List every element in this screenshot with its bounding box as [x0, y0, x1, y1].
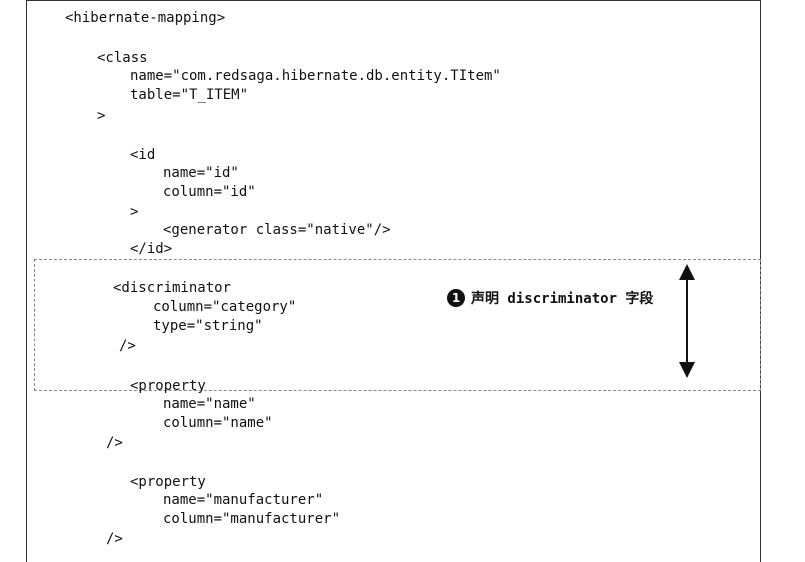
- code-line-hibernate-mapping-open: <hibernate-mapping>: [65, 10, 226, 26]
- code-line-class-close-bracket: >: [97, 108, 106, 124]
- code-line-discriminator-column: column="category": [153, 299, 297, 315]
- code-line-class-table: table="T_ITEM": [130, 87, 249, 103]
- discriminator-callout: 1 声明 discriminator 字段: [447, 288, 653, 308]
- code-line-property-manufacturer-column: column="manufacturer": [163, 511, 341, 527]
- double-headed-vertical-arrow-icon: [679, 264, 695, 378]
- code-line-property-name-open: <property: [130, 378, 206, 394]
- code-line-class-name: name="com.redsaga.hibernate.db.entity.TI…: [130, 68, 501, 84]
- code-line-id-name: name="id": [163, 165, 239, 181]
- code-line-id-column: column="id": [163, 184, 256, 200]
- code-line-id-open: <id: [130, 147, 156, 163]
- code-line-generator: <generator class="native"/>: [163, 222, 391, 238]
- code-line-id-close: </id>: [130, 241, 173, 257]
- code-line-id-close-bracket: >: [130, 204, 139, 220]
- code-line-property-manufacturer-close: />: [106, 531, 123, 547]
- callout-label: 声明 discriminator 字段: [471, 291, 654, 307]
- code-line-discriminator-type: type="string": [153, 318, 263, 334]
- code-line-class-open: <class: [97, 50, 148, 66]
- code-line-discriminator-open: <discriminator: [113, 280, 232, 296]
- code-line-property-name-column: column="name": [163, 415, 273, 431]
- code-line-property-name-name: name="name": [163, 396, 256, 412]
- code-line-property-name-close: />: [106, 435, 123, 451]
- callout-number-badge: 1: [447, 289, 465, 307]
- code-line-property-manufacturer-open: <property: [130, 474, 206, 490]
- discriminator-highlight-box: [34, 259, 761, 391]
- code-line-property-manufacturer-name: name="manufacturer": [163, 492, 324, 508]
- code-line-discriminator-close: />: [119, 338, 136, 354]
